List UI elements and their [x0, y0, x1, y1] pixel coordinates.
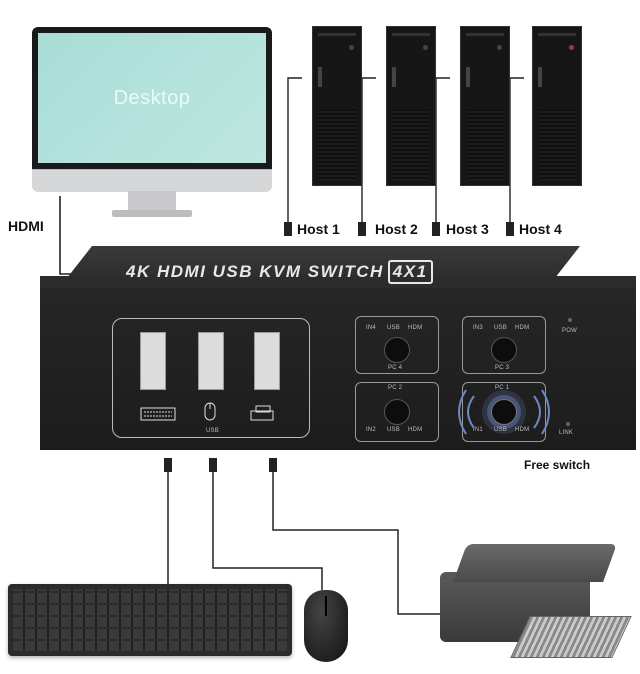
pow-label: POW [562, 328, 577, 334]
wave-icon [458, 389, 550, 435]
link-label: LINK [559, 430, 574, 436]
kvm-title-text: 4K HDMI USB KVM SWITCH [126, 262, 384, 281]
pc-3-select-button[interactable] [491, 337, 517, 363]
pc-panel-4: IN4 USB HDM PC 4 [355, 316, 439, 374]
host-2-label: Host 2 [375, 221, 418, 237]
pc-panel-3: IN3 USB HDM PC 3 [462, 316, 546, 374]
link-led [566, 422, 570, 426]
usb-plug-icon [209, 458, 217, 472]
mouse [304, 590, 348, 662]
host-tower-3 [460, 26, 510, 186]
printer-top [453, 544, 617, 582]
host-3-label: Host 3 [446, 221, 489, 237]
printer-cable [272, 470, 448, 615]
kvm-top-face-ext [40, 276, 636, 288]
printer [440, 544, 632, 664]
usb-port-panel [112, 318, 310, 438]
printer-tray [510, 616, 632, 658]
pc-panel-1: PC 1 IN1 USB HDM [462, 382, 546, 442]
keyboard-icon [140, 407, 176, 421]
usb-plug-icon [269, 458, 277, 472]
host-4-label: Host 4 [519, 221, 562, 237]
host-2-cable [361, 77, 376, 228]
usb-port-1[interactable] [140, 332, 166, 390]
hdmi-label: HDMI [8, 218, 44, 234]
pc-panel-2: PC 2 IN2 USB HDM [355, 382, 439, 442]
monitor-base [112, 210, 192, 217]
keyboard [8, 584, 292, 656]
host-tower-1 [312, 26, 362, 186]
keyboard-keys [13, 589, 287, 651]
usb-plug-icon [432, 222, 440, 236]
power-led [568, 318, 572, 322]
free-switch-label: Free switch [524, 458, 591, 472]
desktop-text: Desktop [113, 86, 191, 109]
pc-1-select-button[interactable] [491, 399, 517, 425]
kvm-badge: 4X1 [387, 260, 433, 284]
monitor-stand [128, 191, 176, 211]
pc-2-select-button[interactable] [384, 399, 410, 425]
mouse-cable [212, 470, 323, 590]
host-tower-4 [532, 26, 582, 186]
printer-icon [250, 405, 274, 421]
host-tower-2 [386, 26, 436, 186]
host-4-cable [509, 77, 524, 228]
usb-plug-icon [358, 222, 366, 236]
usb-port-3[interactable] [254, 332, 280, 390]
usb-port-2[interactable] [198, 332, 224, 390]
usb-plug-icon [284, 222, 292, 236]
monitor: Desktop [32, 27, 272, 217]
host-1-label: Host 1 [297, 221, 340, 237]
host-3-cable [435, 77, 450, 228]
pc-4-select-button[interactable] [384, 337, 410, 363]
usb-label: USB [206, 428, 219, 434]
usb-plug-icon [164, 458, 172, 472]
mouse-icon [204, 402, 216, 421]
usb-plug-icon [506, 222, 514, 236]
monitor-chin [32, 169, 272, 192]
monitor-screen: Desktop [38, 33, 266, 163]
host-1-cable [287, 77, 302, 228]
